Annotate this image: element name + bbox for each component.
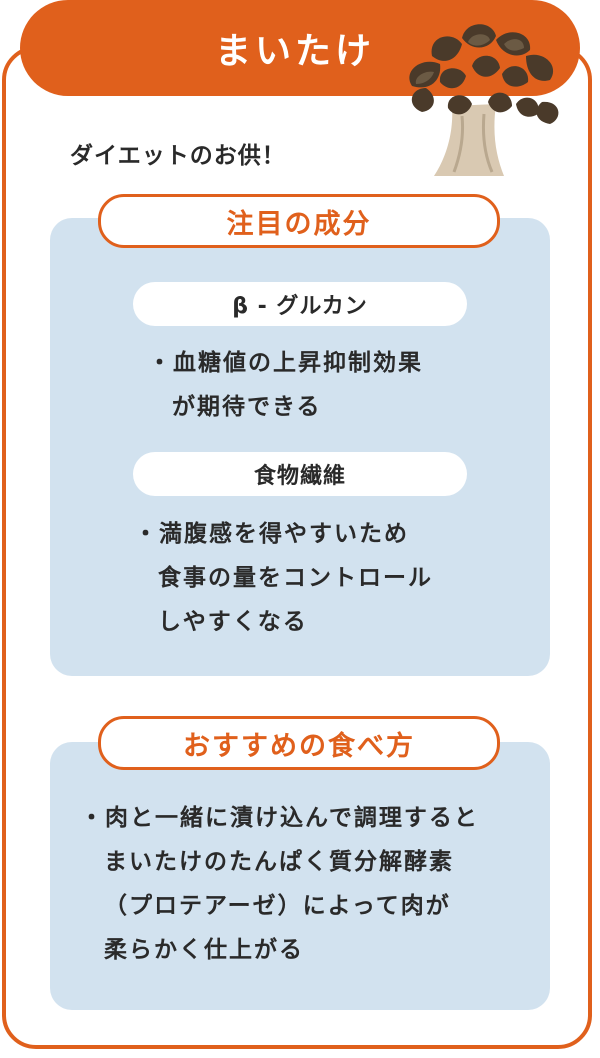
nutrients-heading: 注目の成分 — [98, 194, 500, 248]
maitake-mushroom-icon — [409, 24, 559, 176]
nutrient-name-beta-glucan: β - グルカン — [133, 282, 467, 326]
nutrient-name-fiber: 食物繊維 — [133, 452, 467, 496]
page-title: まいたけ — [214, 31, 375, 72]
desc-line: ・満腹感を得やすいため — [134, 521, 409, 547]
desc-line: 食事の量をコントロール — [158, 565, 433, 591]
recommend-desc: ・肉と一緒に漬け込んで調理すると まいたけのたんぱく質分解酵素 （プロテアーゼ）… — [80, 796, 479, 972]
recommend-panel — [50, 742, 550, 1010]
desc-line: が期待できる — [172, 394, 322, 420]
desc-line: 柔らかく仕上がる — [104, 937, 304, 963]
desc-line: しやすくなる — [158, 609, 308, 635]
nutrient-desc-fiber: ・満腹感を得やすいため 食事の量をコントロール しやすくなる — [134, 512, 433, 644]
nutrient-desc-beta-glucan: ・血糖値の上昇抑制効果 が期待できる — [148, 341, 423, 429]
desc-line: ・血糖値の上昇抑制効果 — [148, 350, 423, 376]
recommend-heading: おすすめの食べ方 — [98, 716, 500, 770]
title-banner: まいたけ — [20, 0, 580, 96]
tagline: ダイエットのお供！ — [70, 143, 286, 169]
desc-line: まいたけのたんぱく質分解酵素 — [104, 849, 454, 875]
desc-line: （プロテアーゼ）によって肉が — [104, 893, 451, 919]
desc-line: ・肉と一緒に漬け込んで調理すると — [80, 805, 479, 831]
